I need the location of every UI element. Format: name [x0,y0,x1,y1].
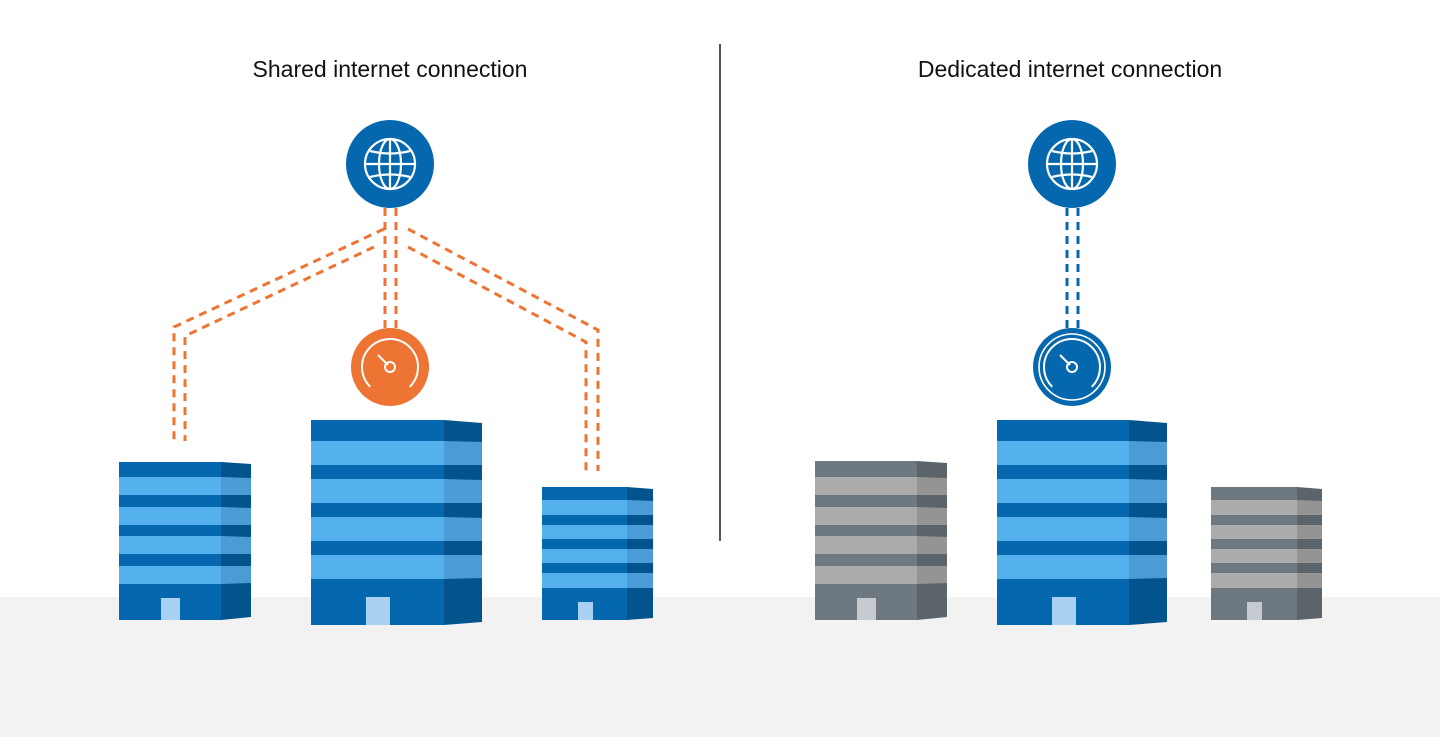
speedometer-icon [1033,328,1111,406]
dedicated-connection-title: Dedicated internet connection [917,56,1223,82]
globe-icon [346,120,434,208]
globe-icon [1028,120,1116,208]
line-to-right-building-b [407,245,588,471]
building-icon [119,462,251,620]
building-icon [997,420,1167,625]
building-icon [815,461,947,620]
building-icon [542,487,653,620]
ground [0,597,1440,737]
speedometer-icon [351,328,429,406]
building-icon [311,420,482,625]
panel-divider [719,44,721,541]
line-to-left-building-a [172,227,385,441]
building-icon [1211,487,1322,620]
shared-connection-title: Shared internet connection [252,56,528,82]
shared-connection-lines [172,208,600,471]
dedicated-connection-lines [1065,208,1080,328]
line-to-right-building-a [407,227,600,471]
line-to-left-building-b [183,245,375,441]
